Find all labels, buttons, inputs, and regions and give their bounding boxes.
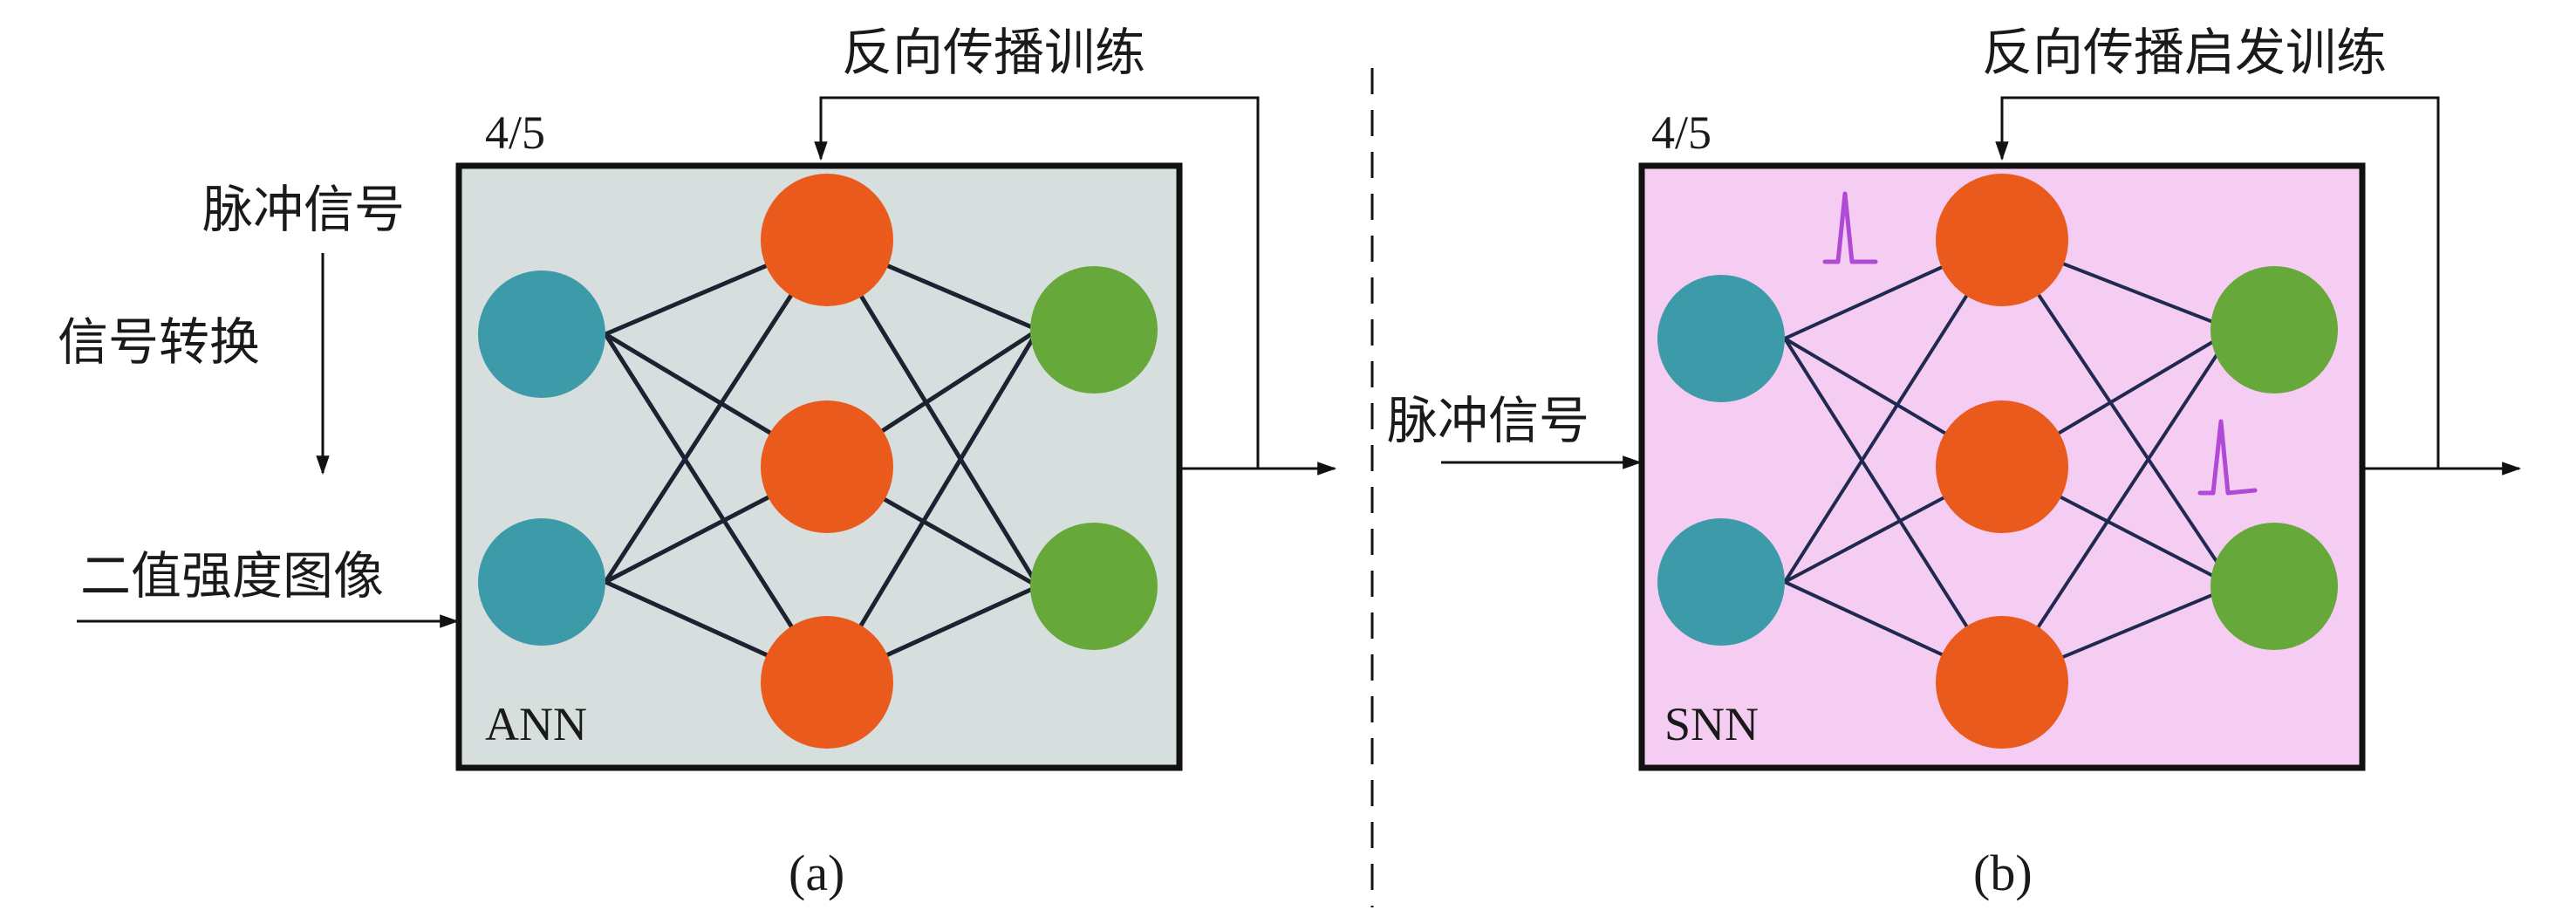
pulse-signal-label-a: 脉冲信号 <box>202 180 405 239</box>
edge <box>2000 238 2235 588</box>
edge <box>603 332 830 684</box>
caption-a: (a) <box>789 845 844 901</box>
ann-input-node <box>478 270 605 398</box>
ann-label: ANN <box>485 698 587 750</box>
snn-hidden-node <box>1936 616 2068 749</box>
feedback-loop-b <box>1995 96 2440 469</box>
corner-label-a: 4/5 <box>485 106 545 159</box>
ann-output-node <box>1030 523 1158 650</box>
edge <box>1783 337 2004 684</box>
backprop-inspired-training-label: 反向传播启发训练 <box>1982 23 2387 82</box>
signal-conversion-label: 信号转换 <box>58 312 260 372</box>
snn-input-node <box>1657 275 1785 402</box>
panel-a: 脉冲信号 信号转换 二值强度图像 反向传播训练 4/5 <box>58 23 1337 901</box>
spike-icon <box>2197 419 2258 496</box>
snn-label: SNN <box>1664 698 1759 750</box>
snn-output-node <box>2210 266 2338 393</box>
binary-intensity-image-label: 二值强度图像 <box>80 546 384 606</box>
edge <box>824 328 1041 684</box>
corner-label-b: 4/5 <box>1651 106 1712 159</box>
pulse-signal-label-b: 脉冲信号 <box>1387 391 1589 450</box>
ann-input-node <box>478 518 605 646</box>
caption-b: (b) <box>1973 845 2033 901</box>
panel-b: 脉冲信号 反向传播启发训练 4/5 <box>1387 23 2522 901</box>
edge <box>603 238 830 584</box>
edge <box>824 238 1041 588</box>
edge <box>1783 238 2004 584</box>
spike-icon <box>1822 191 1878 264</box>
edge <box>2000 328 2235 684</box>
backprop-training-label: 反向传播训练 <box>842 23 1145 82</box>
snn-output-node <box>2210 523 2338 650</box>
snn-hidden-node <box>1936 174 2068 306</box>
ann-hidden-node <box>761 400 893 533</box>
snn-hidden-node <box>1936 400 2068 533</box>
ann-hidden-node <box>761 174 893 306</box>
ann-hidden-node <box>761 616 893 749</box>
snn-input-node <box>1657 518 1785 646</box>
feedback-loop-a <box>814 96 1260 469</box>
ann-output-node <box>1030 266 1158 393</box>
